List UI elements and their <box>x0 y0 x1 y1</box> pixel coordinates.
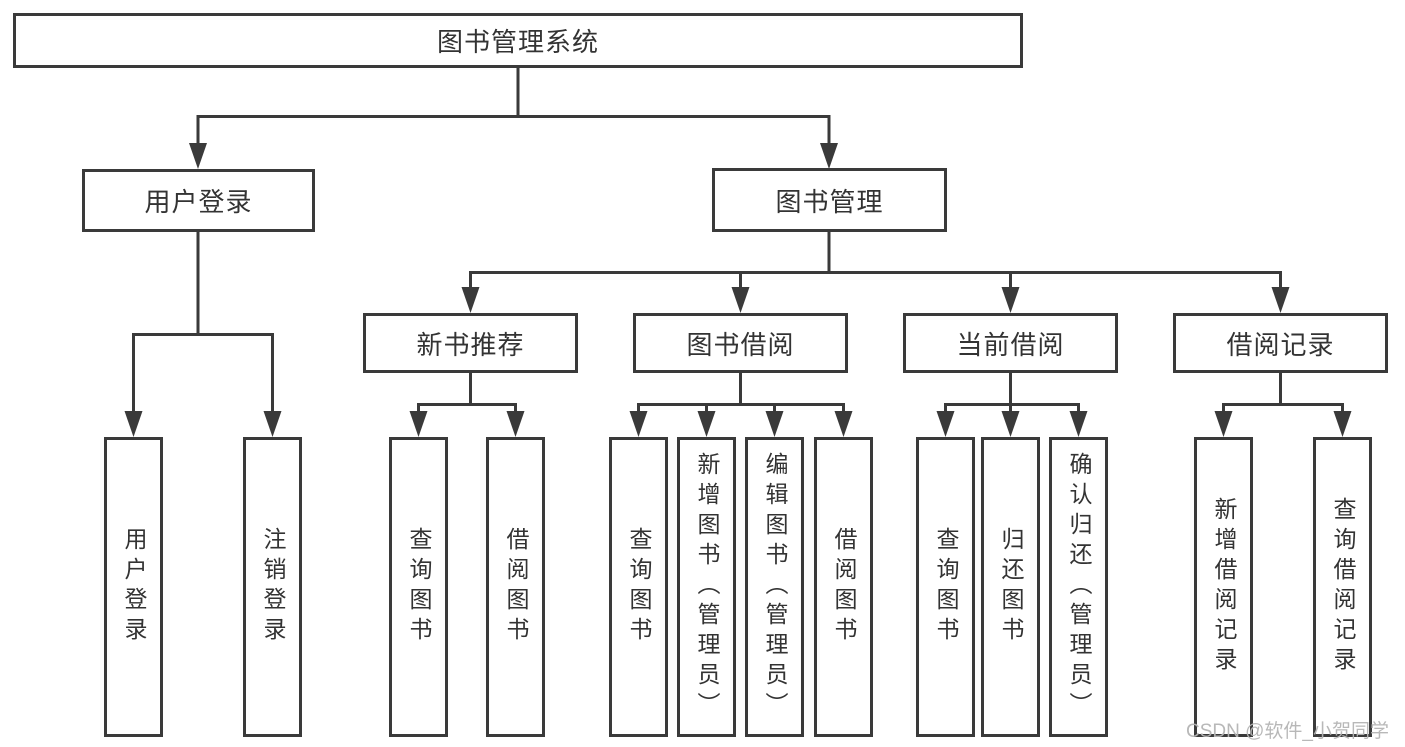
node-leaf-confirm-return-admin: 确认归还（管理员） <box>1049 437 1108 737</box>
node-leaf-query-books-3: 查询图书 <box>916 437 975 737</box>
arrowhead <box>461 287 480 313</box>
arrowhead <box>506 411 525 437</box>
arrowhead <box>697 411 716 437</box>
node-root-system: 图书管理系统 <box>13 13 1023 68</box>
node-label: 借阅图书 <box>831 527 857 647</box>
node-label: 注销登录 <box>260 527 286 647</box>
node-label: 查询图书 <box>406 527 432 647</box>
node-label: 查询图书 <box>626 527 652 647</box>
node-leaf-query-books-2: 查询图书 <box>609 437 668 737</box>
arrowhead <box>820 143 838 169</box>
node-label: 新增借阅记录 <box>1211 497 1237 677</box>
node-leaf-user-login: 用户登录 <box>104 437 163 737</box>
node-leaf-borrow-books-2: 借阅图书 <box>814 437 873 737</box>
node-label: 借阅图书 <box>503 527 529 647</box>
arrowhead <box>189 143 207 169</box>
node-new-book-recommend: 新书推荐 <box>363 313 578 373</box>
arrowhead <box>1001 287 1020 313</box>
node-label: 图书管理系统 <box>436 27 599 57</box>
node-label: 新增图书（管理员） <box>694 452 720 722</box>
node-label: 借阅记录 <box>1226 329 1335 360</box>
node-label: 用户登录 <box>144 187 253 217</box>
arrowhead <box>1001 411 1020 437</box>
node-leaf-borrow-books-1: 借阅图书 <box>486 437 545 737</box>
arrowhead <box>834 411 853 437</box>
node-leaf-add-book-admin: 新增图书（管理员） <box>677 437 736 737</box>
node-label: 用户登录 <box>121 527 147 647</box>
arrowhead <box>936 411 955 437</box>
arrowhead <box>263 411 282 437</box>
node-leaf-add-borrow-record: 新增借阅记录 <box>1194 437 1253 737</box>
node-leaf-edit-book-admin: 编辑图书（管理员） <box>745 437 804 737</box>
node-label: 编辑图书（管理员） <box>762 452 788 722</box>
node-label: 查询借阅记录 <box>1330 497 1356 677</box>
node-leaf-query-books-1: 查询图书 <box>389 437 448 737</box>
arrowhead <box>1214 411 1233 437</box>
arrowhead <box>1333 411 1352 437</box>
node-book-borrow: 图书借阅 <box>633 313 848 373</box>
arrowhead <box>1069 411 1088 437</box>
arrowhead <box>629 411 648 437</box>
node-label: 图书借阅 <box>686 329 795 360</box>
node-label: 新书推荐 <box>416 329 525 360</box>
node-label: 归还图书 <box>998 527 1024 647</box>
node-label: 确认归还（管理员） <box>1066 452 1092 722</box>
node-borrow-records: 借阅记录 <box>1173 313 1388 373</box>
node-leaf-logout: 注销登录 <box>243 437 302 737</box>
node-label: 图书管理 <box>775 186 884 217</box>
arrowhead <box>765 411 784 437</box>
node-leaf-return-books: 归还图书 <box>981 437 1040 737</box>
csdn-watermark: CSDN @软件_小贺同学 <box>1186 721 1389 742</box>
arrowhead <box>731 287 750 313</box>
node-current-borrow: 当前借阅 <box>903 313 1118 373</box>
node-label: 当前借阅 <box>956 329 1065 360</box>
node-user-login: 用户登录 <box>82 169 315 232</box>
node-leaf-query-borrow-record: 查询借阅记录 <box>1313 437 1372 737</box>
arrowhead <box>1271 287 1290 313</box>
arrowhead <box>124 411 143 437</box>
arrowhead <box>409 411 428 437</box>
node-label: 查询图书 <box>933 527 959 647</box>
node-book-management: 图书管理 <box>712 168 947 232</box>
